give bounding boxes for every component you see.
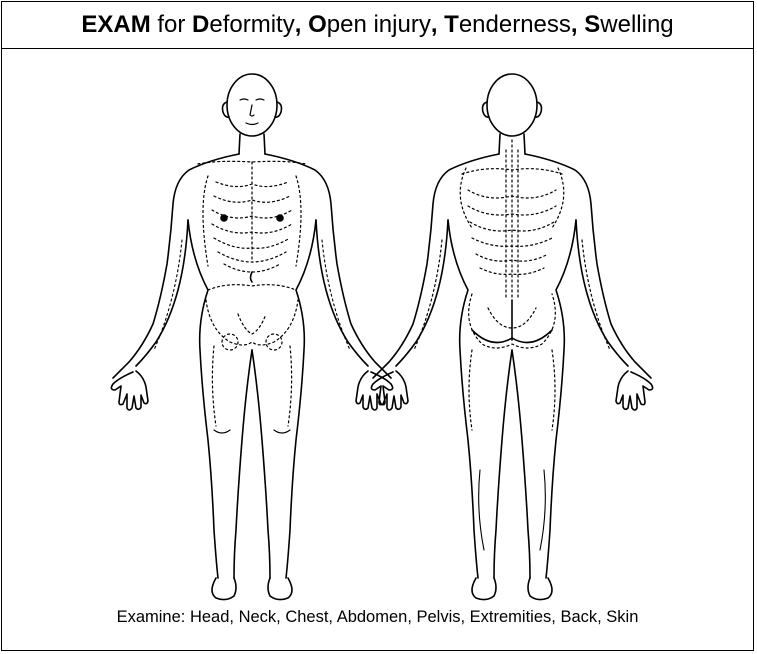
back-inner-leg-right xyxy=(512,350,530,578)
front-face xyxy=(240,99,264,125)
title-initial-o: O xyxy=(308,11,327,38)
title-open-injury: pen injury xyxy=(327,11,431,38)
back-hip-left xyxy=(448,220,478,578)
title-deformity: eformity xyxy=(209,11,294,38)
title-for: for xyxy=(151,11,192,38)
front-inner-leg-right xyxy=(252,350,270,578)
back-foot-right xyxy=(528,578,552,600)
title-initial-d: D xyxy=(192,11,209,38)
back-torso-left-outline xyxy=(373,154,499,378)
front-knees xyxy=(214,430,290,433)
title-sep: , xyxy=(431,11,444,38)
footer-instructions: Examine: Head, Neck, Chest, Abdomen, Pel… xyxy=(2,608,753,627)
title-bar: EXAM for Deformity, Open injury, Tendern… xyxy=(2,2,753,49)
back-spine-and-ribs xyxy=(460,140,564,300)
back-hand-right xyxy=(616,371,653,410)
front-torso-left-outline xyxy=(113,154,239,378)
front-nipple-left xyxy=(221,215,227,221)
front-ribcage xyxy=(198,161,306,272)
back-torso-right-outline xyxy=(525,154,651,378)
front-neck xyxy=(239,134,265,154)
front-nipple-right xyxy=(277,215,283,221)
title-tenderness: enderness xyxy=(459,11,571,38)
back-hip-right xyxy=(546,220,576,578)
title-text: EXAM for Deformity, Open injury, Tendern… xyxy=(81,11,673,39)
front-navel xyxy=(251,272,253,282)
title-sep: , xyxy=(295,11,308,38)
title-swelling: welling xyxy=(600,11,673,38)
back-head xyxy=(487,74,537,136)
title-sep: , xyxy=(571,11,584,38)
body-diagram xyxy=(2,50,753,602)
back-body-figure xyxy=(371,74,652,600)
front-torso-right-outline xyxy=(265,154,391,378)
front-hip-left xyxy=(188,220,218,578)
title-initial-t: T xyxy=(444,11,459,38)
front-body-figure xyxy=(111,74,392,600)
front-foot-right xyxy=(268,578,292,600)
title-initial-s: S xyxy=(584,11,600,38)
title-exam: EXAM xyxy=(81,11,150,38)
back-foot-left xyxy=(472,578,496,600)
front-hip-right xyxy=(286,220,316,578)
front-hand-left xyxy=(111,371,148,410)
back-calves xyxy=(479,470,546,550)
front-inner-leg-left xyxy=(234,350,252,578)
front-foot-left xyxy=(212,578,236,600)
body-diagram-svg xyxy=(2,50,755,602)
back-inner-leg-left xyxy=(494,350,512,578)
